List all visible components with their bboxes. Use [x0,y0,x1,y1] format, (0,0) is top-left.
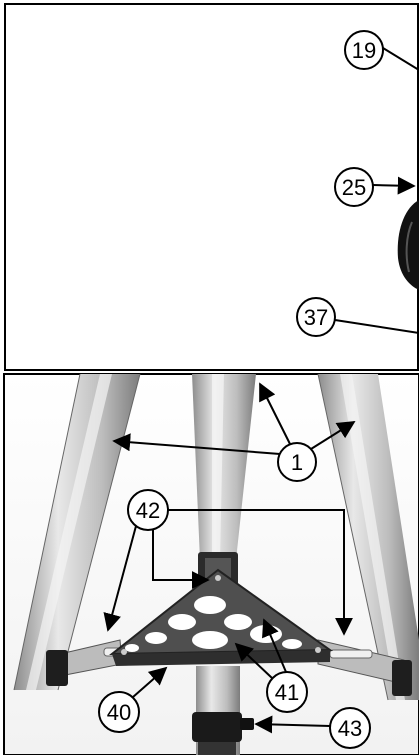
mount-body-fragment [397,200,419,290]
callout-19-leader [382,47,419,71]
callout-25: 25 [334,167,416,207]
callout-1-leader-b [259,382,291,445]
callout-42-leader-left [103,525,137,632]
callout-1-leader-a [112,433,281,455]
callout-19-label: 19 [352,38,376,63]
callout-40: 40 [98,666,168,733]
callout-42-leader-center [152,530,210,589]
callout-41-leader-a [234,642,273,679]
callout-1-label: 1 [291,450,303,475]
callout-40-label: 40 [107,700,131,725]
upper-panel: 19 25 37 [4,3,419,371]
lower-panel: 1 42 40 41 43 [3,373,419,755]
callout-43-label: 43 [338,716,362,741]
callout-41: 41 [234,618,308,713]
lock-knob [240,718,254,730]
callout-1-leader-c [310,421,356,450]
callout-43-leader [254,715,331,734]
callout-41-leader-b [262,618,287,673]
callout-37-label: 37 [304,305,328,330]
callout-25-leader [372,176,416,195]
callout-42-label: 42 [136,498,160,523]
callout-42: 42 [103,489,353,636]
callout-19: 19 [344,30,419,71]
callout-41-label: 41 [275,680,299,705]
callout-42-leader-right [168,509,353,636]
callout-25-label: 25 [342,175,366,200]
mount-highlight [405,221,413,273]
tripod-leg-right [317,373,419,701]
center-leg-lower [192,666,254,755]
callout-1: 1 [112,382,356,482]
callout-40-leader [132,666,168,698]
callout-37: 37 [296,297,419,337]
tripod-leg-left [13,373,141,691]
callout-37-leader [334,319,419,334]
callout-43: 43 [254,707,371,749]
